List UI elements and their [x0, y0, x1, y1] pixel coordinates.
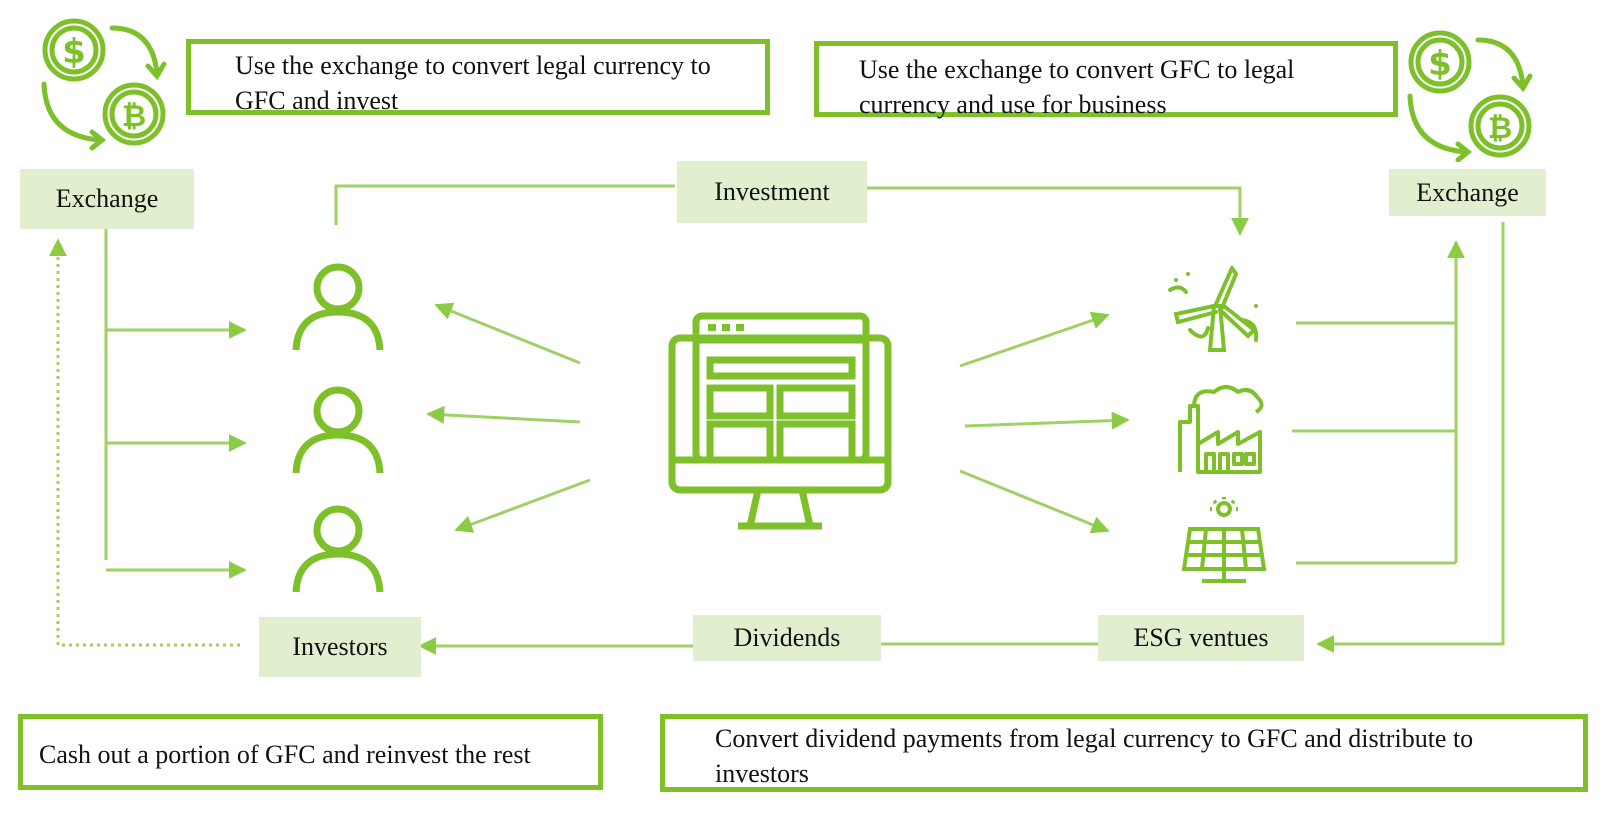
platform-to-wind-arrow: [959, 311, 1110, 368]
note-top-left: Use the exchange to convert legal curren…: [186, 39, 770, 115]
exchange-to-esg-arrow: [1316, 222, 1505, 653]
platform-to-solar-arrow: [959, 469, 1110, 534]
solar-panel-icon: [1181, 497, 1267, 583]
esg-ventures-label: ESG ventues: [1098, 615, 1304, 661]
person-icon: [292, 386, 384, 474]
investors-label-text: Investors: [292, 632, 388, 661]
platform-to-investor-3-arrow: [454, 478, 591, 533]
person-icon: [292, 263, 384, 351]
platform-to-investor-1-arrow: [434, 302, 581, 365]
exchange-left-label: Exchange: [20, 169, 194, 229]
note-bottom-left-text: Cash out a portion of GFC and reinvest t…: [39, 740, 531, 769]
investment-label-text: Investment: [714, 177, 830, 206]
note-bottom-right-text: Convert dividend payments from legal cur…: [715, 724, 1474, 788]
note-bottom-left: Cash out a portion of GFC and reinvest t…: [18, 714, 603, 790]
note-top-right: Use the exchange to convert GFC to legal…: [814, 41, 1398, 119]
computer-monitor-icon: [668, 312, 892, 530]
person-icon: [292, 505, 384, 593]
cash-out-dotted-line: [49, 238, 240, 647]
note-top-left-text: Use the exchange to convert legal curren…: [235, 51, 711, 115]
investment-label: Investment: [677, 161, 867, 223]
dividends-label-text: Dividends: [733, 623, 841, 652]
svg-text:$: $: [1428, 44, 1452, 84]
investors-label: Investors: [259, 617, 421, 677]
wind-turbine-icon: [1168, 266, 1259, 352]
factory-icon: [1178, 385, 1264, 474]
esg-ventures-label-text: ESG ventues: [1133, 623, 1269, 652]
exchange-right-label-text: Exchange: [1416, 177, 1519, 207]
exchange-right-label: Exchange: [1389, 169, 1546, 216]
svg-text:$: $: [62, 32, 86, 72]
note-bottom-right: Convert dividend payments from legal cur…: [660, 714, 1588, 792]
platform-to-investor-2-arrow: [426, 405, 581, 424]
svg-text:₿: ₿: [122, 99, 146, 134]
note-top-right-text: Use the exchange to convert GFC to legal…: [859, 55, 1295, 119]
platform-to-factory-arrow: [964, 411, 1130, 430]
exchange-left-label-text: Exchange: [55, 184, 159, 213]
dividends-label: Dividends: [693, 615, 881, 661]
investment-flow-line: [334, 184, 1240, 234]
ventures-to-exchange-line: [1292, 242, 1456, 565]
svg-text:₿: ₿: [1488, 111, 1512, 146]
currency-exchange-icon: $ ₿: [41, 18, 167, 151]
currency-exchange-icon: $ ₿: [1407, 30, 1533, 162]
